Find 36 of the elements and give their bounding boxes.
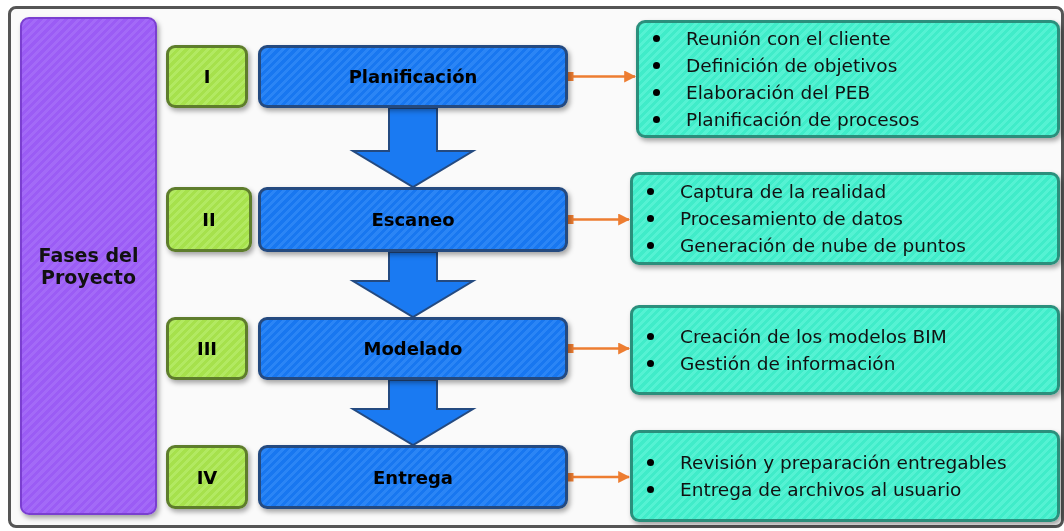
phase-number [166, 445, 248, 509]
bullet-item: Procesamiento de datos [645, 205, 1057, 232]
bullet-item: Planificación de procesos [651, 106, 1057, 133]
phase-box [258, 187, 568, 252]
task-list [630, 305, 1060, 395]
phase-title: Entrega [373, 466, 453, 488]
roman-numeral: I [203, 66, 211, 87]
task-list [630, 430, 1060, 522]
task-list [636, 20, 1060, 138]
roman-numeral: III [196, 338, 218, 359]
bullet-item: Gestión de información [645, 350, 1057, 377]
phase-box [258, 445, 568, 509]
block-arrow [349, 379, 477, 447]
bullet-item: Generación de nube de puntos [645, 232, 1057, 259]
task-list [630, 172, 1060, 265]
bullet-item: Creación de los modelos BIM [645, 323, 1057, 350]
bullet-item: Entrega de archivos al usuario [645, 476, 1057, 503]
bullet-item: Reunión con el cliente [651, 25, 1057, 52]
roman-numeral: II [202, 209, 216, 230]
phase-number [166, 187, 252, 252]
phase-title: Planificación [348, 66, 478, 87]
phase-title: Modelado [363, 338, 463, 359]
bullet-item: Elaboración del PEB [651, 79, 1057, 106]
bullet-item: Captura de la realidad [645, 178, 1057, 205]
phase-number [166, 45, 248, 108]
block-arrow [349, 251, 477, 319]
phase-title: Escaneo [371, 209, 455, 230]
bullet-item: Revisión y preparación entregables [645, 449, 1057, 476]
phase-box [258, 45, 568, 108]
phase-panel [20, 17, 157, 515]
phase-box [258, 317, 568, 380]
bullet-item: Definición de objetivos [651, 52, 1057, 79]
block-arrow [349, 107, 477, 189]
roman-numeral: IV [196, 466, 218, 488]
panel-title: Fases del Proyecto [37, 244, 140, 288]
phase-number [166, 317, 248, 380]
